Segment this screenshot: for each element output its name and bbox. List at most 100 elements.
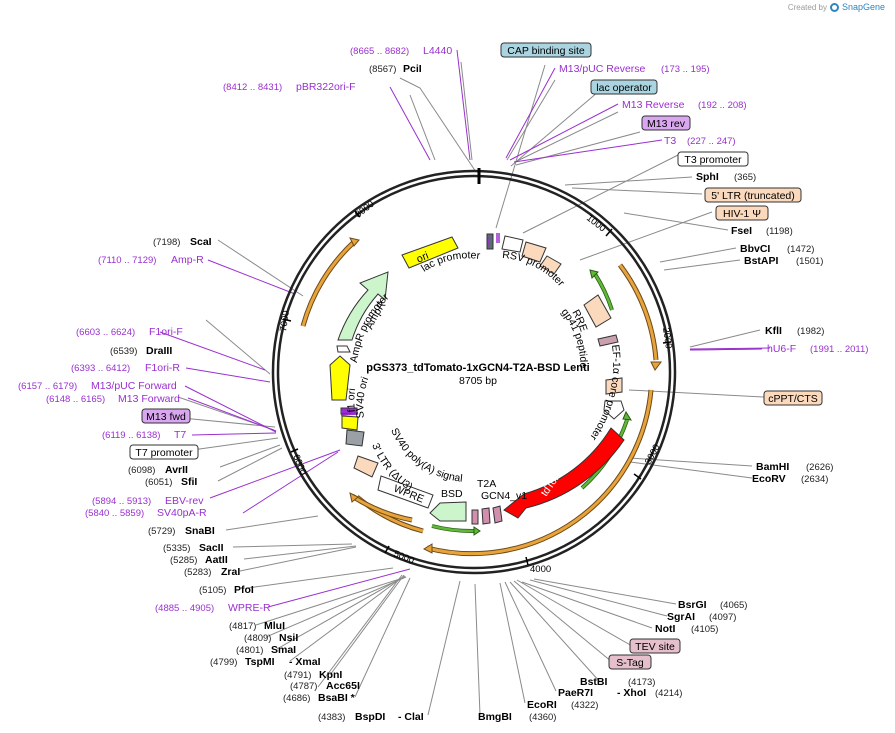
orf-arrowheads (349, 237, 662, 554)
enzyme-ecorv-pos: (2634) (801, 474, 828, 485)
primer-t7-name: T7 (174, 429, 186, 441)
enzyme-bsabi-name: BsaBI * (318, 692, 356, 704)
enzyme-bbvci-pos: (1472) (787, 244, 814, 255)
snapgene-app-name: SnapGene (841, 2, 885, 12)
enzyme-scai-name: ScaI (190, 236, 212, 248)
enzyme-labels: (8567) PciI SphI (365) FseI (1198) BbvCI… (110, 63, 833, 723)
enzyme-bsrgi-name: BsrGI (678, 599, 707, 611)
enzyme-smai-pos: (4801) (236, 645, 263, 656)
primer-hu6-f-pos: (1991 .. 2011) (810, 344, 868, 355)
primer-marks (340, 233, 500, 416)
rre-feature (583, 294, 612, 328)
orf-arc-1-fill (618, 264, 658, 361)
primer-hu6-f-name: hU6-F (767, 343, 796, 355)
primer-l4440-name: L4440 (423, 45, 452, 57)
gcn4-label: GCN4_v1 (481, 490, 527, 502)
plasmid-length: 8705 bp (459, 375, 497, 387)
primer-m13-puc-forward-pos: (6157 .. 6179) (18, 381, 77, 392)
primer-m13-forward-name: M13 Forward (118, 393, 180, 405)
ef1a-label: EF-1α core promoter (587, 344, 622, 443)
enzyme-tspmi-name: TspMI (245, 656, 275, 668)
enzyme-bbvci-name: BbvCI (740, 243, 770, 255)
tick-label-4000: 4000 (530, 564, 551, 575)
ampr-promoter-feature (336, 345, 351, 353)
primer-m13-reverse-name: M13 Reverse (622, 99, 685, 111)
enzyme-xhoi-name: - XhoI (617, 687, 646, 699)
gcn4-feature (471, 509, 479, 525)
gp41-label: gp41 peptide (559, 306, 590, 368)
enzyme-paer7i-pos: (4214) (655, 688, 682, 699)
plasmid-name: pGS373_tdTomato-1xGCN4-T2A-BSD Lenti (366, 362, 590, 374)
enzyme-sacii-name: SacII (199, 542, 224, 554)
primer-l4440-pos: (8665 .. 8682) (350, 46, 409, 57)
enzyme-fsei-name: FseI (731, 225, 752, 237)
five-ltr-text: 5' LTR (truncated) (711, 190, 795, 202)
ef1a-promoter-feature (603, 400, 625, 420)
enzyme-pfoi-name: PfoI (234, 584, 254, 596)
primer-labels: (8665 .. 8682) L4440 (8412 .. 8431) pBR3… (18, 45, 868, 614)
orf-arc-2-fill (426, 389, 653, 556)
enzyme-bstbi-name: BstBI (580, 676, 608, 688)
tick-label-7000: 7000 (278, 310, 292, 332)
cppt-text: cPPT/CTS (768, 393, 818, 405)
hiv1-psi-text: HIV-1 Ψ (723, 208, 761, 220)
enzyme-mlui-pos: (4817) (229, 621, 256, 632)
enzyme-nsii-name: NsiI (279, 632, 298, 644)
primer-pbr322ori-f-pos: (8412 .. 8431) (223, 82, 282, 93)
enzyme-bamhi-pos: (2626) (806, 462, 833, 473)
cppt-box (763, 390, 823, 406)
primer-sv40pa-r-pos: (5840 .. 5859) (85, 508, 144, 519)
enzyme-acc65i-name: Acc65I (326, 680, 360, 692)
primer-leader-lines (159, 49, 771, 608)
primer-m13-puc-reverse-name: M13/pUC Reverse (559, 63, 646, 75)
enzyme-bamhi-name: BamHI (756, 461, 789, 473)
enzyme-xmai-name: - XmaI (289, 656, 321, 668)
tdtomato-feature (503, 427, 625, 519)
primer-amp-r-name: Amp-R (171, 254, 204, 266)
enzyme-sgrai-name: SgrAI (667, 611, 695, 623)
five-ltr-feature (521, 241, 547, 263)
tev-site-feature (492, 505, 503, 524)
enzyme-acc65i-pos: (4787) (290, 681, 317, 692)
cap-binding-site-feature (486, 233, 494, 250)
enzyme-sphi-pos: (365) (734, 172, 756, 183)
enzyme-ecori-pos: (4322) (571, 700, 598, 711)
enzyme-pfoi-pos: (5105) (199, 585, 226, 596)
enzyme-pcii-name: PciI (403, 63, 422, 75)
primer-m13-puc-reverse-pos: (173 .. 195) (661, 64, 710, 75)
enzyme-pcii-pos: (8567) (369, 64, 396, 75)
enzyme-avrii-name: AvrII (165, 464, 188, 476)
snapgene-branding: Created by SnapGene (788, 2, 885, 12)
primer-t3-name: T3 (664, 135, 676, 147)
enzyme-draiii-pos: (6539) (110, 346, 137, 357)
enzyme-paer7i-name: PaeR7I (558, 687, 593, 699)
enzyme-draiii-name: DraIII (146, 345, 172, 357)
enzyme-bspdi-name: BspDI (355, 711, 385, 723)
t7-promoter-text: T7 promoter (135, 447, 193, 459)
backbone-inner-ring (276, 174, 672, 570)
orf-arc-5-fill (301, 240, 356, 327)
ori-feature (401, 236, 459, 269)
boxed-labels: CAP binding site lac operator M13 rev T3… (129, 42, 823, 670)
enzyme-aatii-name: AatII (205, 554, 228, 566)
created-by-text: Created by (787, 2, 827, 12)
lac-operator-box (590, 79, 658, 95)
t3-promoter-text: T3 promoter (684, 154, 742, 166)
enzyme-kfli-name: KflI (765, 325, 782, 337)
enzyme-sgrai-pos: (4097) (709, 612, 736, 623)
primer-f1ori-f-pos: (6603 .. 6624) (76, 327, 135, 338)
primer-ebv-rev-name: EBV-rev (165, 495, 204, 507)
primer-f1ori-f-name: F1ori-F (149, 326, 183, 338)
backbone-outer-ring (271, 169, 677, 575)
enzyme-bstapi-name: BstAPI (744, 255, 779, 267)
enzyme-noti-pos: (4105) (691, 624, 718, 635)
enzyme-ecorv-name: EcoRV (752, 473, 786, 485)
hiv1-psi-feature (539, 255, 562, 275)
enzyme-nsii-pos: (4809) (244, 633, 271, 644)
t7-promoter-box (129, 444, 199, 460)
cap-binding-site-text: CAP binding site (507, 45, 585, 57)
t2a-label: T2A (477, 478, 496, 490)
m13-fwd-text: M13 fwd (146, 411, 186, 423)
enzyme-bsrgi-pos: (4065) (720, 600, 747, 611)
enzyme-bstbi-pos: (4173) (628, 677, 655, 688)
